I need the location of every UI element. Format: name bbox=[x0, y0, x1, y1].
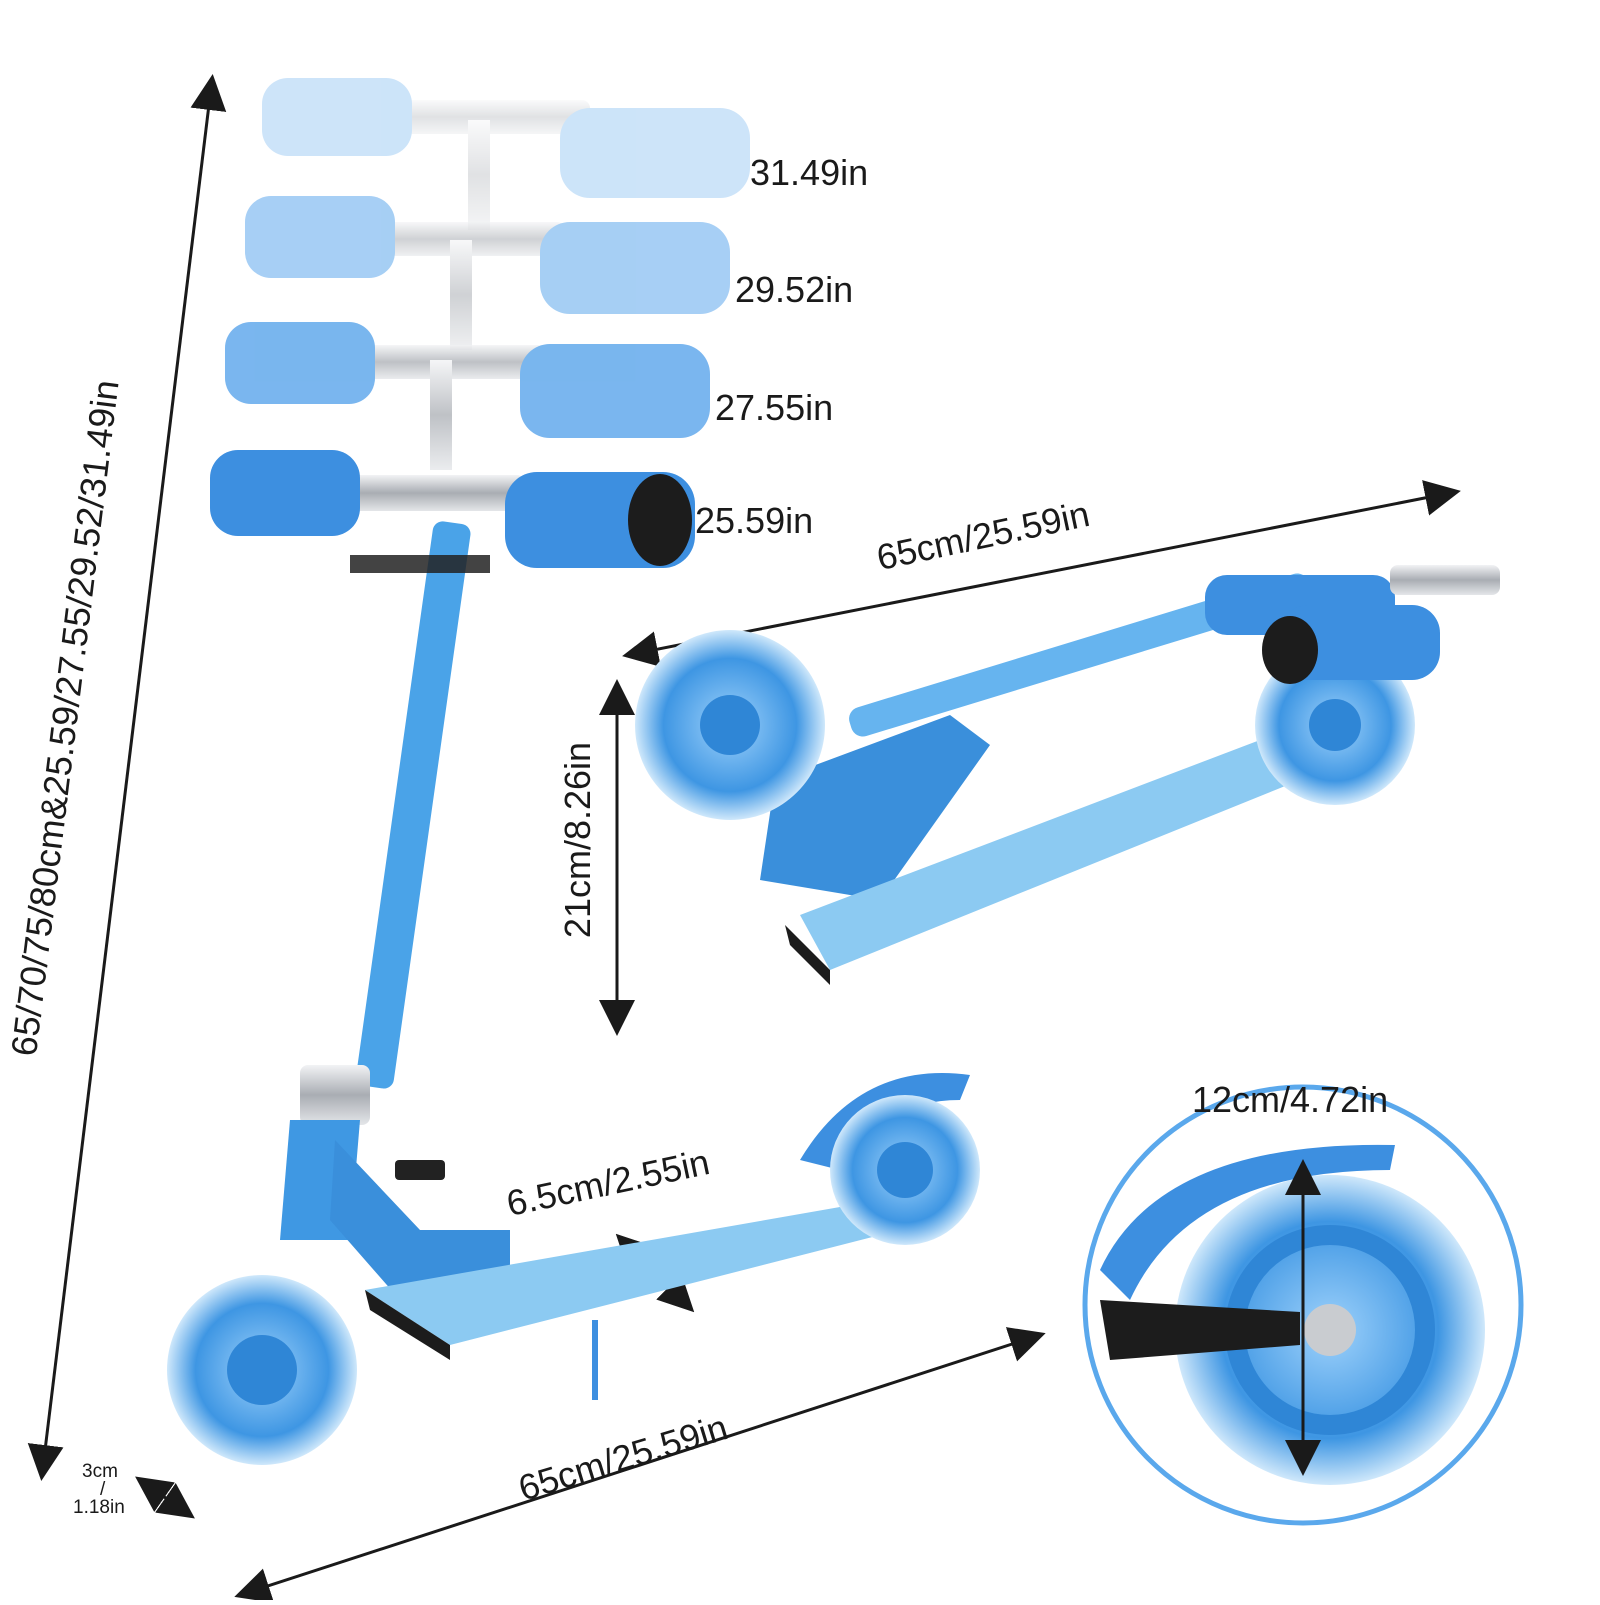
height-dimension-arrow bbox=[27, 74, 227, 1481]
folded-height-label: 21cm/8.26in bbox=[557, 741, 599, 939]
clearance-label-bottom: 1.18in bbox=[73, 1497, 125, 1518]
clearance-label-sep: / bbox=[100, 1479, 106, 1500]
handlebar-height-3 bbox=[225, 322, 710, 470]
handlebar-height-4 bbox=[210, 450, 695, 568]
wheel-detail bbox=[1082, 1084, 1524, 1526]
handlebar-height-1 bbox=[262, 78, 750, 230]
deck-length-arrow bbox=[234, 1327, 1046, 1603]
height-label-2: 29.52in bbox=[735, 269, 854, 310]
folded-length-arrow bbox=[622, 480, 1461, 667]
wheel-diameter-label: 12cm/4.72in bbox=[1192, 1079, 1389, 1120]
height-label-3: 27.55in bbox=[715, 387, 834, 428]
height-label-4: 25.59in bbox=[695, 500, 814, 541]
height-label-1: 31.49in bbox=[750, 152, 869, 193]
handlebar-height-2 bbox=[245, 196, 730, 350]
scooter-folded bbox=[635, 565, 1500, 985]
scooter-standing bbox=[167, 521, 980, 1465]
clearance-label-top: 3cm bbox=[82, 1461, 118, 1482]
clearance-arrow bbox=[135, 1476, 195, 1519]
